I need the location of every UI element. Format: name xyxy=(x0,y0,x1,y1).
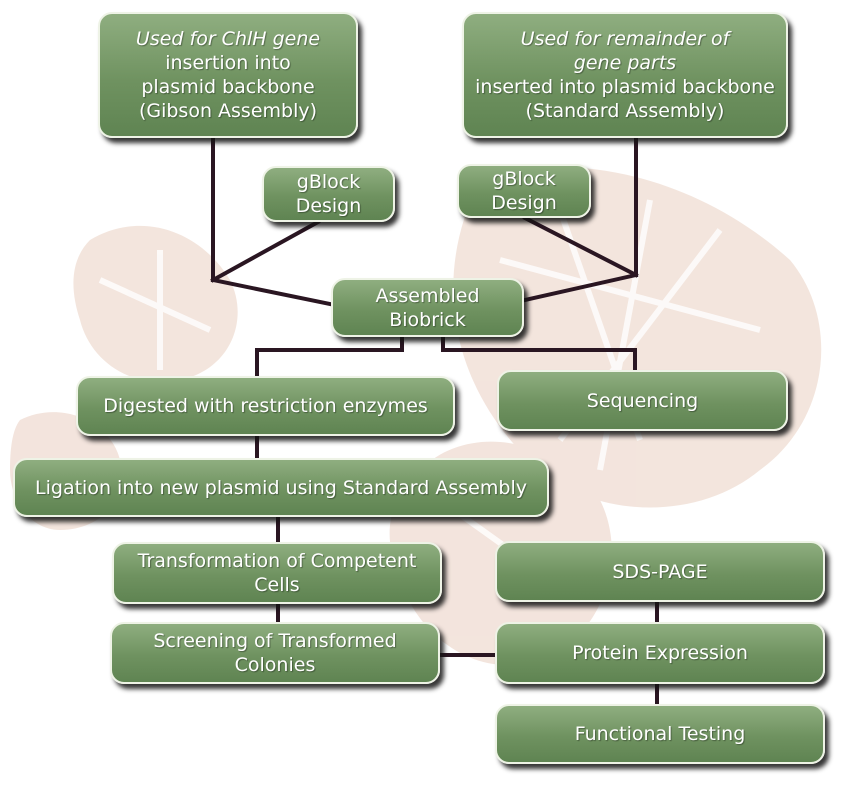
gblock-right-line-1: gBlock xyxy=(492,168,556,190)
assembled-line-1: Assembled xyxy=(375,284,480,307)
gibson-line-3: (Gibson Assembly) xyxy=(138,100,318,122)
standard-line-2: (Standard Assembly) xyxy=(525,100,725,122)
connector-standard-to-assembled xyxy=(522,272,639,303)
gibson-italic-line-1: Used for ChlH gene xyxy=(135,28,321,50)
sequencing-line-1: Sequencing xyxy=(586,389,699,412)
connector-assembled-to-sequencing xyxy=(441,335,637,374)
gibson-line-1: insertion into xyxy=(165,52,291,74)
transformation-line-1: Transformation of Competent xyxy=(137,550,417,572)
gblock-left-line-1: gBlock xyxy=(296,171,361,193)
assembled-line-2: Biobrick xyxy=(389,308,466,331)
connector-gblock-left-to-junction xyxy=(210,219,321,283)
gblock-design-right-box: gBlock Design xyxy=(457,164,591,218)
standard-italic-line-2: gene parts xyxy=(573,52,677,74)
sequencing-box: Sequencing xyxy=(497,370,788,431)
screening-line-1: Screening of Transformed xyxy=(153,630,397,652)
protein-expression-box: Protein Expression xyxy=(495,622,825,684)
ligation-line-1: Ligation into new plasmid using Standard… xyxy=(35,476,527,499)
gblock-design-left-box: gBlock Design xyxy=(262,166,395,222)
gblock-left-line-2: Design xyxy=(295,195,362,217)
gblock-right-line-2: Design xyxy=(491,192,557,214)
standard-assembly-box: Used for remainder of gene parts inserte… xyxy=(462,12,788,138)
transformation-box: Transformation of Competent Cells xyxy=(112,542,442,604)
functional-testing-box: Functional Testing xyxy=(495,704,825,764)
sds-page-line-1: SDS-PAGE xyxy=(612,560,708,583)
connector-gibson-to-assembled xyxy=(210,277,338,308)
gibson-assembly-box: Used for ChlH gene insertion into plasmi… xyxy=(98,12,358,138)
functional-testing-line-1: Functional Testing xyxy=(574,723,746,745)
digested-line-1: Digested with restriction enzymes xyxy=(103,395,428,417)
gibson-line-2: plasmid backbone xyxy=(141,76,315,98)
ligation-box: Ligation into new plasmid using Standard… xyxy=(13,458,549,517)
connector-gblock-right-to-junction xyxy=(522,215,639,278)
standard-italic-line-1: Used for remainder of xyxy=(520,28,730,50)
sds-page-box: SDS-PAGE xyxy=(495,541,825,602)
screening-line-2: Colonies xyxy=(234,654,316,676)
assembled-biobrick-box: Assembled Biobrick xyxy=(331,278,524,337)
standard-line-1: inserted into plasmid backbone xyxy=(475,76,775,98)
transformation-line-2: Cells xyxy=(254,574,300,596)
screening-box: Screening of Transformed Colonies xyxy=(110,622,440,684)
digested-box: Digested with restriction enzymes xyxy=(76,376,455,436)
connector-assembled-to-digested xyxy=(255,335,404,380)
protein-expression-line-1: Protein Expression xyxy=(572,642,748,664)
